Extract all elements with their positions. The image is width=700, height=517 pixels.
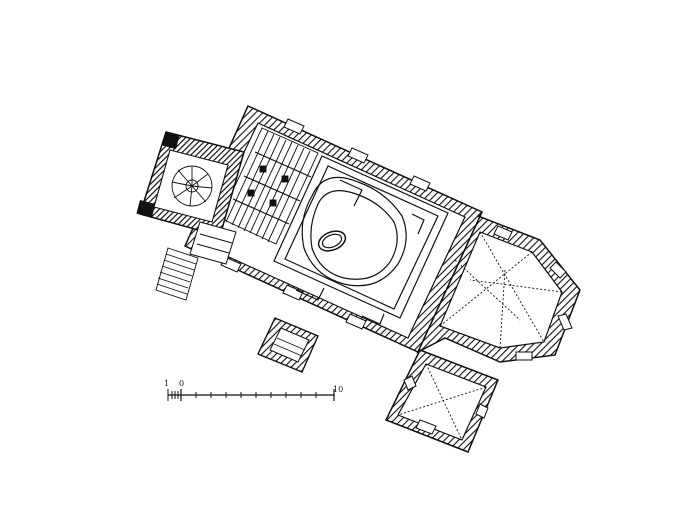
bell-tower <box>136 131 245 237</box>
nave-window-openings <box>220 118 431 330</box>
entrance-steps <box>155 247 199 301</box>
spiral-stair <box>171 165 213 207</box>
porch-interior <box>269 327 310 363</box>
side-porch <box>257 317 319 373</box>
sacristy <box>384 349 499 453</box>
scale-label-10: 10 <box>333 385 343 394</box>
scale-label-1: 1 <box>164 379 169 388</box>
apse-vault-lines <box>439 231 563 349</box>
central-oval <box>317 230 347 252</box>
ceiling-pattern <box>273 155 449 325</box>
choir-stair-hatching <box>219 127 319 245</box>
scale-label-0: 0 <box>179 379 184 388</box>
scale-bar: 1 0 10 <box>164 379 343 401</box>
apse <box>416 211 581 363</box>
apse-windows <box>493 225 573 361</box>
tower-link <box>189 221 237 265</box>
